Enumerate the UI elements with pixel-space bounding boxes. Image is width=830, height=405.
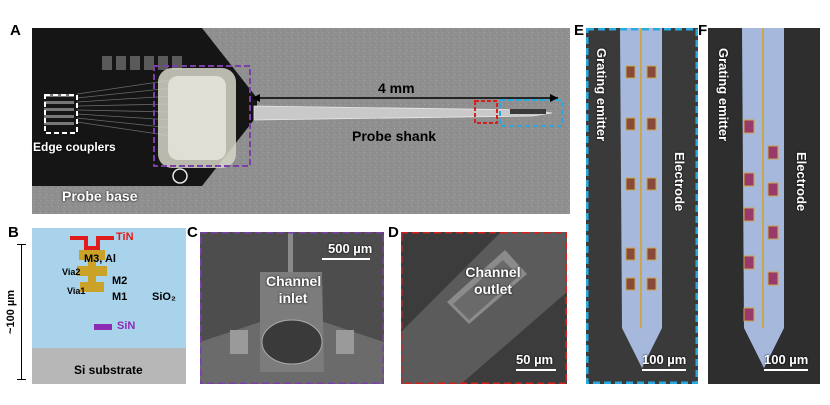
thickness-bracket	[17, 244, 27, 380]
electrode-label-f: Electrode	[794, 152, 809, 212]
inlet-highlight-box	[153, 65, 251, 167]
panel-label-c: C	[187, 224, 198, 241]
probe-shank-label: Probe shank	[352, 128, 437, 144]
m3-label: M3, Al	[84, 253, 116, 265]
tip-highlight-box	[499, 99, 563, 127]
outlet-sem-image	[401, 232, 567, 384]
panel-label-b: B	[8, 224, 19, 241]
sio2-label: SiO₂	[152, 291, 176, 303]
substrate-label: Si substrate	[74, 363, 143, 377]
si-substrate-layer	[32, 348, 186, 384]
outlet-scale-bar	[516, 369, 556, 371]
outlet-highlight-box	[474, 100, 498, 124]
scale-label-e: 100 µm	[642, 352, 687, 367]
tin-electrode	[70, 236, 114, 250]
via1	[88, 276, 96, 282]
grating-emitter-label-e: Grating emitter	[594, 48, 609, 142]
panel-label-d: D	[388, 224, 399, 241]
grating-emitter-label-f: Grating emitter	[716, 48, 731, 142]
inlet-scale-label: 500 µm	[328, 241, 373, 256]
tin-label: TiN	[116, 231, 134, 243]
scale-bar-f	[764, 369, 808, 371]
m1-layer	[80, 282, 104, 292]
cross-section-diagram	[32, 228, 186, 384]
inlet-scale-bar	[322, 258, 370, 260]
panel-label-f: F	[698, 22, 708, 39]
shank-tip-image-f	[708, 28, 820, 384]
via1-label: Via1	[67, 286, 86, 296]
sin-waveguide	[94, 324, 112, 330]
m2-layer	[77, 266, 107, 276]
m1-label: M1	[112, 291, 128, 303]
edge-couplers-label: Edge couplers	[33, 140, 116, 154]
via2	[88, 260, 96, 266]
scale-label-f: 100 µm	[764, 352, 809, 367]
inlet-caption-line1: Channel	[266, 273, 322, 289]
shank-tip-image-e	[586, 28, 698, 384]
via2-label: Via2	[62, 267, 81, 277]
panel-label-e: E	[574, 22, 585, 39]
panel-label-a: A	[10, 22, 21, 39]
m2-label: M2	[112, 275, 128, 287]
sin-label: SiN	[117, 320, 136, 332]
inlet-caption-line2: inlet	[278, 290, 308, 306]
outlet-scale-label: 50 µm	[516, 352, 554, 367]
length-label: 4 mm	[378, 80, 415, 96]
probe-base-label: Probe base	[62, 188, 138, 204]
thickness-label: ~100 µm	[5, 290, 17, 334]
outlet-caption-line2: outlet	[473, 281, 513, 297]
m3-layer	[79, 250, 105, 260]
inlet-sem-image	[200, 232, 384, 384]
probe-shank-shape	[253, 105, 553, 121]
edge-couplers-box	[44, 94, 78, 134]
scale-bar-e	[642, 369, 686, 371]
outlet-caption-line1: Channel	[465, 264, 521, 280]
tip-frame-e	[586, 28, 698, 384]
probe-photo	[32, 28, 570, 214]
electrode-label-e: Electrode	[672, 152, 687, 212]
